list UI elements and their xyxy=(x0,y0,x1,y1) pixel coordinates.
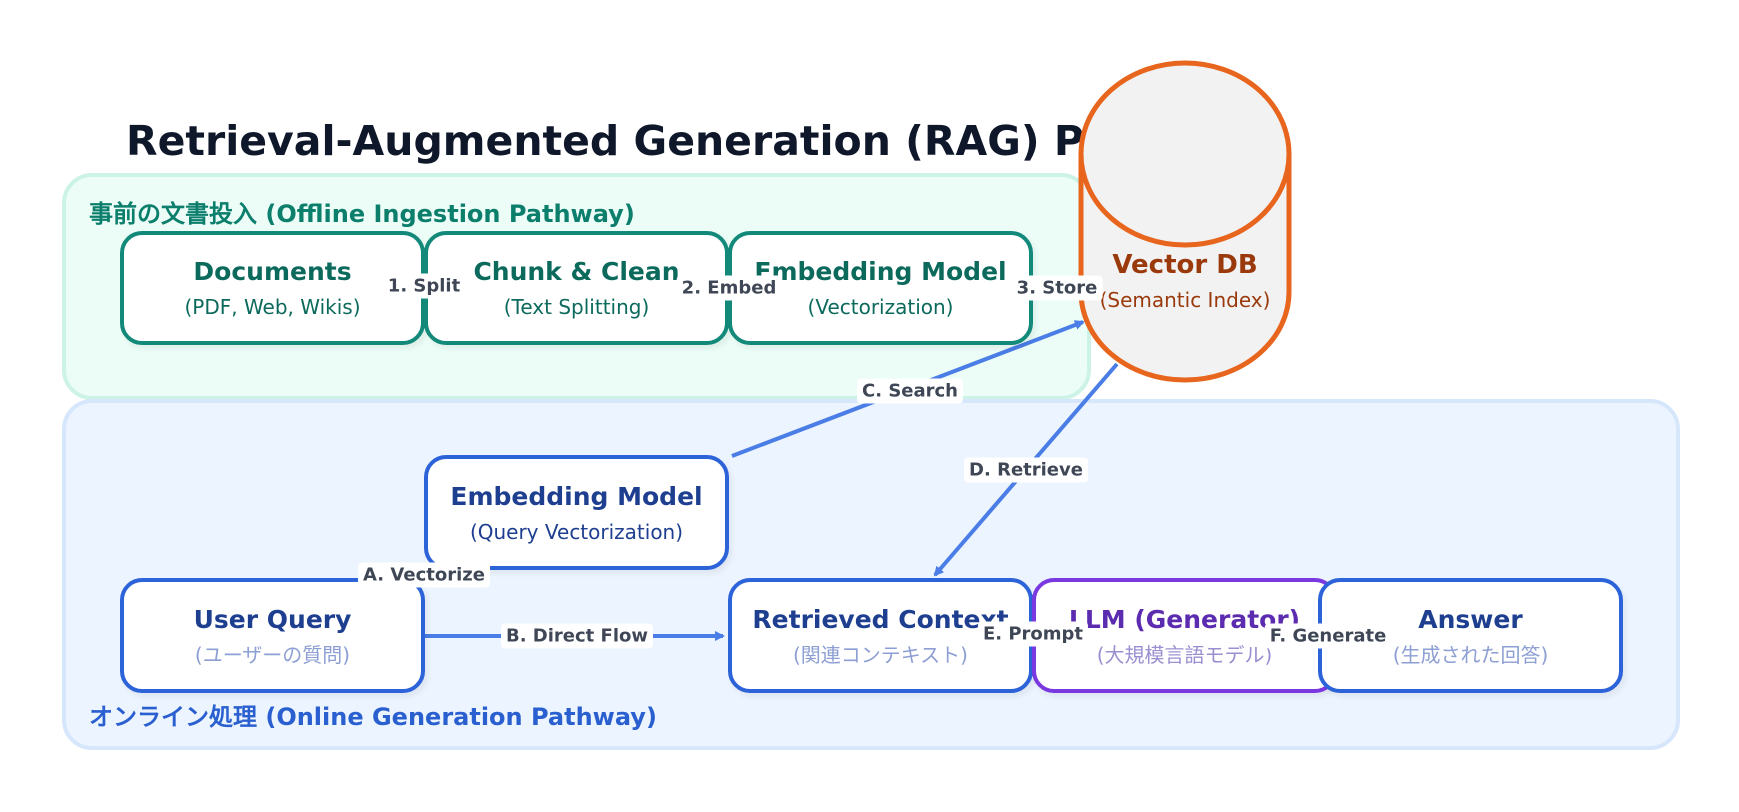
edge-label-search: C. Search xyxy=(857,378,963,404)
edge-label-vectorize: A. Vectorize xyxy=(358,562,490,588)
llm-generator-title: LLM (Generator) xyxy=(1068,604,1301,634)
embedding-model-offline-title: Embedding Model xyxy=(754,257,1007,286)
answer-subtitle: (生成された回答) xyxy=(1392,642,1549,667)
edge-label-split: 1. Split xyxy=(382,273,466,299)
user-query-title: User Query xyxy=(193,604,352,634)
diagram-title: Retrieval-Augmented Generation (RAG) Pip… xyxy=(126,117,1241,165)
edge-label-store: 3. Store xyxy=(1011,275,1103,301)
vector-db-title: Vector DB xyxy=(1112,250,1258,280)
embedding-model-query-subtitle: (Query Vectorization) xyxy=(469,519,684,544)
vector-db-label: Vector DB (Semantic Index) xyxy=(1080,250,1290,312)
edge-label-prompt: E. Prompt xyxy=(977,621,1089,647)
retrieved-context-subtitle: (関連コンテキスト) xyxy=(792,642,968,667)
llm-generator-subtitle: (大規模言語モデル) xyxy=(1096,642,1273,667)
answer-title: Answer xyxy=(1418,604,1523,634)
documents-subtitle: (PDF, Web, Wikis) xyxy=(184,295,361,319)
chunk-clean-title: Chunk & Clean xyxy=(473,257,680,286)
chunk-clean-subtitle: (Text Splitting) xyxy=(503,295,650,319)
embedding-model-query-title: Embedding Model xyxy=(450,481,703,511)
embedding-model-offline-subtitle: (Vectorization) xyxy=(807,295,954,319)
documents-node: Documents (PDF, Web, Wikis) xyxy=(120,231,425,345)
edge-label-generate: F. Generate xyxy=(1264,623,1392,649)
edge-label-embed: 2. Embed xyxy=(676,275,782,301)
retrieved-context-title: Retrieved Context xyxy=(752,604,1009,634)
offline-region-label: 事前の文書投入 (Offline Ingestion Pathway) xyxy=(89,200,635,228)
user-query-node: User Query (ユーザーの質問) xyxy=(120,578,425,693)
edge-label-direct-flow: B. Direct Flow xyxy=(500,623,654,649)
vector-db-subtitle: (Semantic Index) xyxy=(1099,288,1271,312)
documents-title: Documents xyxy=(193,257,352,286)
user-query-subtitle: (ユーザーの質問) xyxy=(194,642,351,667)
embedding-model-query-node: Embedding Model (Query Vectorization) xyxy=(424,455,729,570)
online-region-label: オンライン処理 (Online Generation Pathway) xyxy=(89,703,657,731)
edge-label-retrieve: D. Retrieve xyxy=(964,457,1088,483)
